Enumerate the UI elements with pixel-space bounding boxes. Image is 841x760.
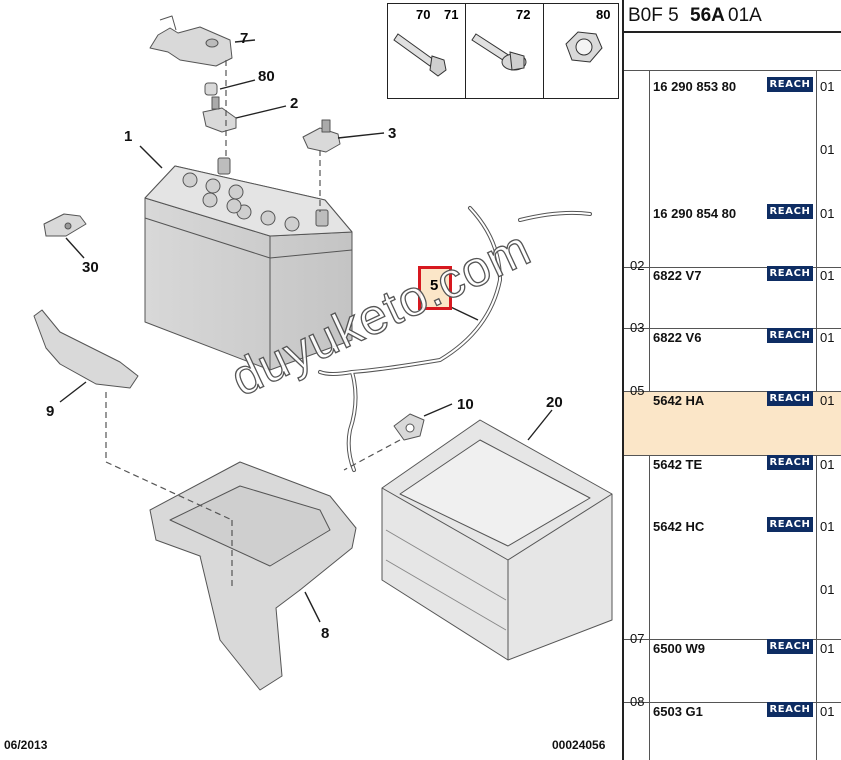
table-group-block [624, 702, 841, 760]
part-20-battery-box [381, 419, 613, 661]
reach-badge: REACH [767, 517, 813, 532]
bolt-icon [393, 33, 447, 77]
header-code-part3: 01A [728, 5, 762, 26]
part-1-battery [144, 157, 353, 371]
table-group-block [624, 267, 841, 328]
table-header: B0F 5 56A 01A [624, 0, 841, 33]
header-code-bold: 56A [690, 5, 725, 26]
part-9-bracket [33, 309, 139, 389]
hardware-71-label: 71 [444, 7, 459, 22]
hardware-nut-cell[interactable]: 80 [544, 4, 618, 98]
part-reference-link[interactable]: 16 290 853 80 [653, 79, 737, 94]
part-reference-link[interactable]: 5642 HA [653, 393, 705, 408]
table-group-block [624, 328, 841, 391]
flange-nut-icon [565, 31, 603, 63]
quantity-cell: 01 [820, 142, 835, 157]
hardware-grid: 70 71 72 80 [387, 3, 619, 99]
part-8-battery-tray [149, 461, 357, 691]
part-reference-link[interactable]: 6500 W9 [653, 641, 706, 656]
part-reference-link[interactable]: 6503 G1 [653, 704, 703, 719]
part-80-nut [204, 82, 218, 96]
quantity-cell: 01 [820, 519, 835, 534]
reach-badge: REACH [767, 455, 813, 470]
quantity-cell: 01 [820, 330, 835, 345]
reach-badge: REACH [767, 328, 813, 343]
callout-8[interactable]: 8 [321, 625, 330, 642]
flange-bolt-icon [471, 33, 527, 71]
hardware-70-label: 70 [416, 7, 431, 22]
quantity-cell: 01 [820, 79, 835, 94]
reach-badge: REACH [767, 639, 813, 654]
callout-3[interactable]: 3 [388, 125, 397, 142]
callout-5: 5 [430, 277, 439, 294]
footer-date: 06/2013 [4, 738, 48, 752]
selected-callout-5[interactable]: 5 [418, 266, 452, 310]
parts-table: B0F 5 56A 01A 16 290 853 80 REACH 01 01 16 2… [622, 0, 841, 760]
exploded-parts-diagram: 7 80 2 3 1 30 9 10 20 8 5 70 71 72 [4, 3, 619, 752]
group-number: 08 [630, 694, 645, 709]
table-group-block [624, 639, 841, 702]
part-10-clip [393, 413, 425, 441]
part-reference-link[interactable]: 5642 HC [653, 519, 705, 534]
header-code-part1: B0F 5 [628, 5, 679, 26]
part-2-clamp [202, 96, 237, 133]
part-reference-link[interactable]: 16 290 854 80 [653, 206, 737, 221]
table-group-block [624, 70, 841, 267]
quantity-cell: 01 [820, 582, 835, 597]
quantity-cell: 01 [820, 704, 835, 719]
quantity-cell: 01 [820, 268, 835, 283]
reach-badge: REACH [767, 266, 813, 281]
reach-badge: REACH [767, 204, 813, 219]
hardware-bolt-cell[interactable]: 70 71 [388, 4, 466, 98]
part-30-bracket [43, 213, 87, 237]
hardware-72-label: 72 [516, 7, 531, 22]
group-number: 07 [630, 631, 645, 646]
reach-badge: REACH [767, 77, 813, 92]
reach-badge: REACH [767, 391, 813, 406]
part-reference-link[interactable]: 6822 V6 [653, 330, 702, 345]
part-reference-link[interactable]: 5642 TE [653, 457, 703, 472]
part-3-clamp [302, 119, 341, 153]
quantity-cell: 01 [820, 457, 835, 472]
hardware-flange-bolt-cell[interactable]: 72 [466, 4, 544, 98]
hardware-80-label: 80 [596, 7, 611, 22]
callout-2[interactable]: 2 [290, 95, 299, 112]
quantity-cell: 01 [820, 206, 835, 221]
footer-code: 00024056 [552, 738, 606, 752]
group-number: 05 [630, 383, 645, 398]
part-7-terminal-cover [149, 15, 233, 67]
reach-badge: REACH [767, 702, 813, 717]
table-group-block [624, 455, 841, 639]
callout-80[interactable]: 80 [258, 68, 275, 85]
diagram-drawing [33, 15, 613, 691]
group-number: 02 [630, 258, 645, 273]
callout-1[interactable]: 1 [124, 128, 133, 145]
quantity-cell: 01 [820, 393, 835, 408]
callout-7[interactable]: 7 [240, 30, 249, 47]
callout-30[interactable]: 30 [82, 259, 99, 276]
group-number: 03 [630, 320, 645, 335]
quantity-cell: 01 [820, 641, 835, 656]
callout-10[interactable]: 10 [457, 396, 474, 413]
callout-9[interactable]: 9 [46, 403, 55, 420]
part-reference-link[interactable]: 6822 V7 [653, 268, 702, 283]
callout-20[interactable]: 20 [546, 394, 563, 411]
